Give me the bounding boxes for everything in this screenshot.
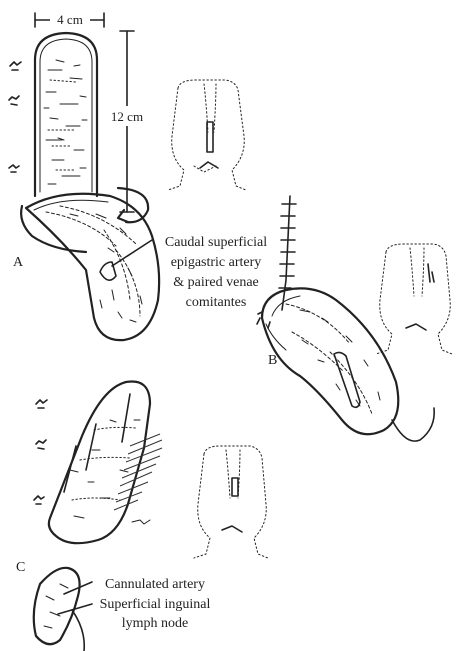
- panel-b: B: [257, 196, 452, 441]
- panel-c: C Cannulated artery Superficial inguinal…: [16, 381, 268, 651]
- width-dimension: 4 cm: [35, 11, 104, 27]
- hair-tufts-c: [34, 400, 47, 504]
- svg-text:Cannulated artery: Cannulated artery: [105, 577, 205, 592]
- flap-c: [49, 381, 162, 543]
- flap-marker-c: [232, 478, 238, 496]
- svg-text:lymph node: lymph node: [122, 616, 189, 631]
- svg-text:& paired venae: & paired venae: [173, 275, 259, 290]
- panel-label-c: C: [16, 560, 25, 575]
- panel-a: 4 cm 12 cm: [9, 11, 267, 340]
- sutured-incision: [279, 196, 296, 310]
- width-label: 4 cm: [57, 12, 83, 27]
- svg-text:Superficial inguinal: Superficial inguinal: [100, 597, 211, 612]
- svg-text:Caudal superficial: Caudal superficial: [165, 235, 267, 250]
- hair-tufts-a: [9, 62, 21, 172]
- cannulation-detail: [34, 568, 92, 651]
- svg-text:epigastric artery: epigastric artery: [171, 255, 262, 270]
- tail-marker-a: [200, 162, 218, 168]
- tail-marker-b: [406, 324, 426, 330]
- length-dimension: 12 cm: [104, 31, 150, 212]
- flap-marker-a: [207, 122, 213, 152]
- flap-outline: [35, 33, 97, 196]
- panel-label-a: A: [13, 255, 24, 270]
- tail-marker-c: [222, 526, 242, 532]
- flap-marker-b: [428, 264, 434, 282]
- rabbit-schematic-b: [376, 244, 452, 354]
- rabbit-schematic-c: [194, 446, 268, 558]
- rotated-flap: [21, 188, 159, 340]
- artery-annotation: Caudal superficial epigastric artery & p…: [165, 235, 267, 310]
- svg-text:comitantes: comitantes: [186, 295, 247, 310]
- flap-b: [257, 288, 434, 441]
- scribble-mark: [132, 520, 150, 524]
- length-label: 12 cm: [111, 109, 143, 124]
- panel-label-b: B: [268, 353, 277, 368]
- cannulation-annotation: Cannulated artery Superficial inguinal l…: [100, 577, 211, 631]
